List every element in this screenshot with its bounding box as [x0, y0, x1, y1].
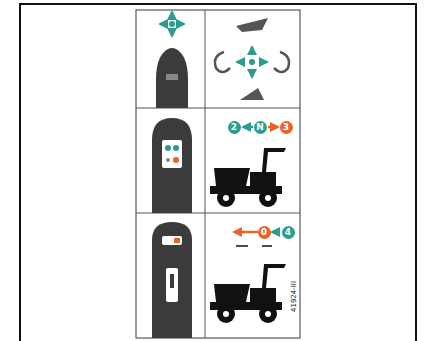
- dumper-icon: [210, 264, 286, 323]
- bucket-up-icon: [236, 18, 268, 32]
- range-arrow: [272, 231, 280, 234]
- callout-number: 3: [280, 121, 293, 134]
- decal-panel: [136, 10, 300, 338]
- part-code: 41924-III: [291, 281, 298, 312]
- forward-arrow: [243, 126, 253, 129]
- callout-number: 0: [258, 226, 271, 239]
- joystick-symbol: [152, 118, 192, 213]
- callout-letter: N: [254, 121, 267, 134]
- outer-frame: [20, 4, 416, 341]
- reverse-arrow: [268, 126, 278, 129]
- rotate-left-icon: [215, 52, 230, 72]
- dumper-icon: [210, 148, 286, 207]
- callout-number: 4: [282, 226, 295, 239]
- bucket-cross: [237, 47, 267, 77]
- joystick-symbol: [152, 222, 192, 338]
- rotate-right-icon: [274, 52, 289, 72]
- range-arrow: [234, 231, 258, 234]
- bucket-down-icon: [240, 88, 264, 100]
- callout-number: 2: [228, 121, 241, 134]
- move-cross: [160, 12, 184, 36]
- joystick-symbol: [156, 48, 188, 108]
